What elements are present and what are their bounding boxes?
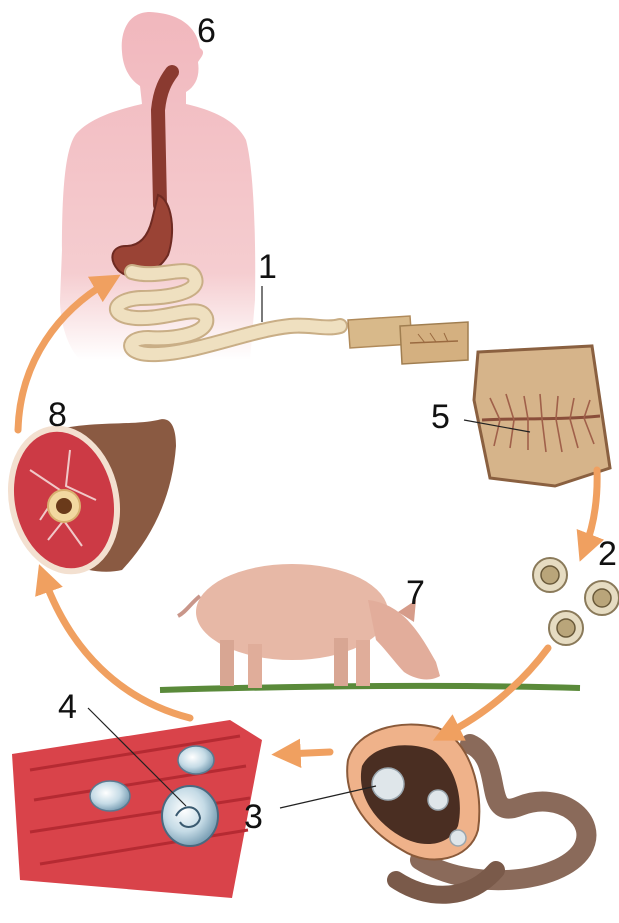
label-6-human-host: 6	[197, 14, 216, 48]
pig-intestine-section	[347, 725, 586, 895]
pig-intermediate-host	[160, 564, 580, 690]
label-4-muscle-cyst: 4	[58, 690, 77, 724]
label-5-proglottid: 5	[431, 400, 450, 434]
arrow-eggs-to-intestine	[446, 648, 548, 734]
label-8-infected-meat: 8	[48, 398, 67, 432]
muscle-tissue-with-cysticerci	[12, 720, 262, 898]
infected-pork-ham	[0, 419, 176, 581]
label-2-eggs: 2	[598, 537, 617, 571]
gravid-proglottid	[474, 346, 610, 486]
label-1-adult-tapeworm: 1	[258, 250, 277, 284]
arrow-proglottid-to-eggs	[585, 470, 597, 548]
label-7-pig: 7	[406, 576, 425, 610]
label-3-intestine-oncosphere: 3	[244, 800, 263, 834]
arrow-intestine-to-muscle	[286, 752, 330, 754]
